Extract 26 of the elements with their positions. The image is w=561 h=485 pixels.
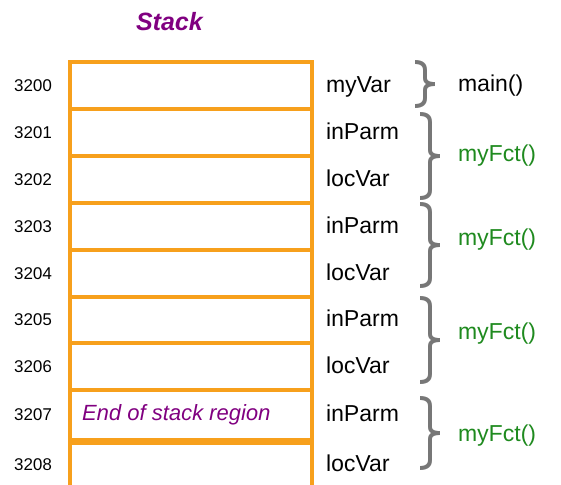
memory-cell (68, 441, 314, 485)
memory-address: 3206 (14, 356, 52, 376)
memory-address: 3201 (14, 122, 52, 142)
function-label: myFct() (458, 420, 536, 447)
variable-name: inParm (326, 400, 399, 427)
function-label: myFct() (458, 224, 536, 251)
diagram-title: Stack (136, 8, 203, 37)
variable-name: locVar (326, 164, 390, 192)
memory-address: 3202 (14, 170, 52, 190)
variable-name: inParm (326, 212, 399, 238)
function-label: myFct() (458, 318, 536, 345)
memory-address: 3207 (14, 405, 52, 425)
memory-address: 3204 (14, 264, 52, 284)
variable-name: locVar (326, 450, 390, 477)
memory-address: 3205 (14, 310, 52, 330)
function-label: main() (458, 70, 524, 97)
memory-address: 3208 (14, 455, 52, 475)
variable-name: locVar (326, 352, 390, 378)
memory-address: 3200 (14, 76, 52, 96)
variable-name: inParm (326, 305, 399, 332)
memory-address: 3203 (14, 216, 52, 236)
variable-name: inParm (326, 118, 399, 144)
variable-name: myVar (326, 70, 391, 98)
cell-note: End of stack region (82, 400, 270, 426)
variable-name: locVar (326, 258, 390, 286)
function-label: myFct() (458, 140, 536, 167)
